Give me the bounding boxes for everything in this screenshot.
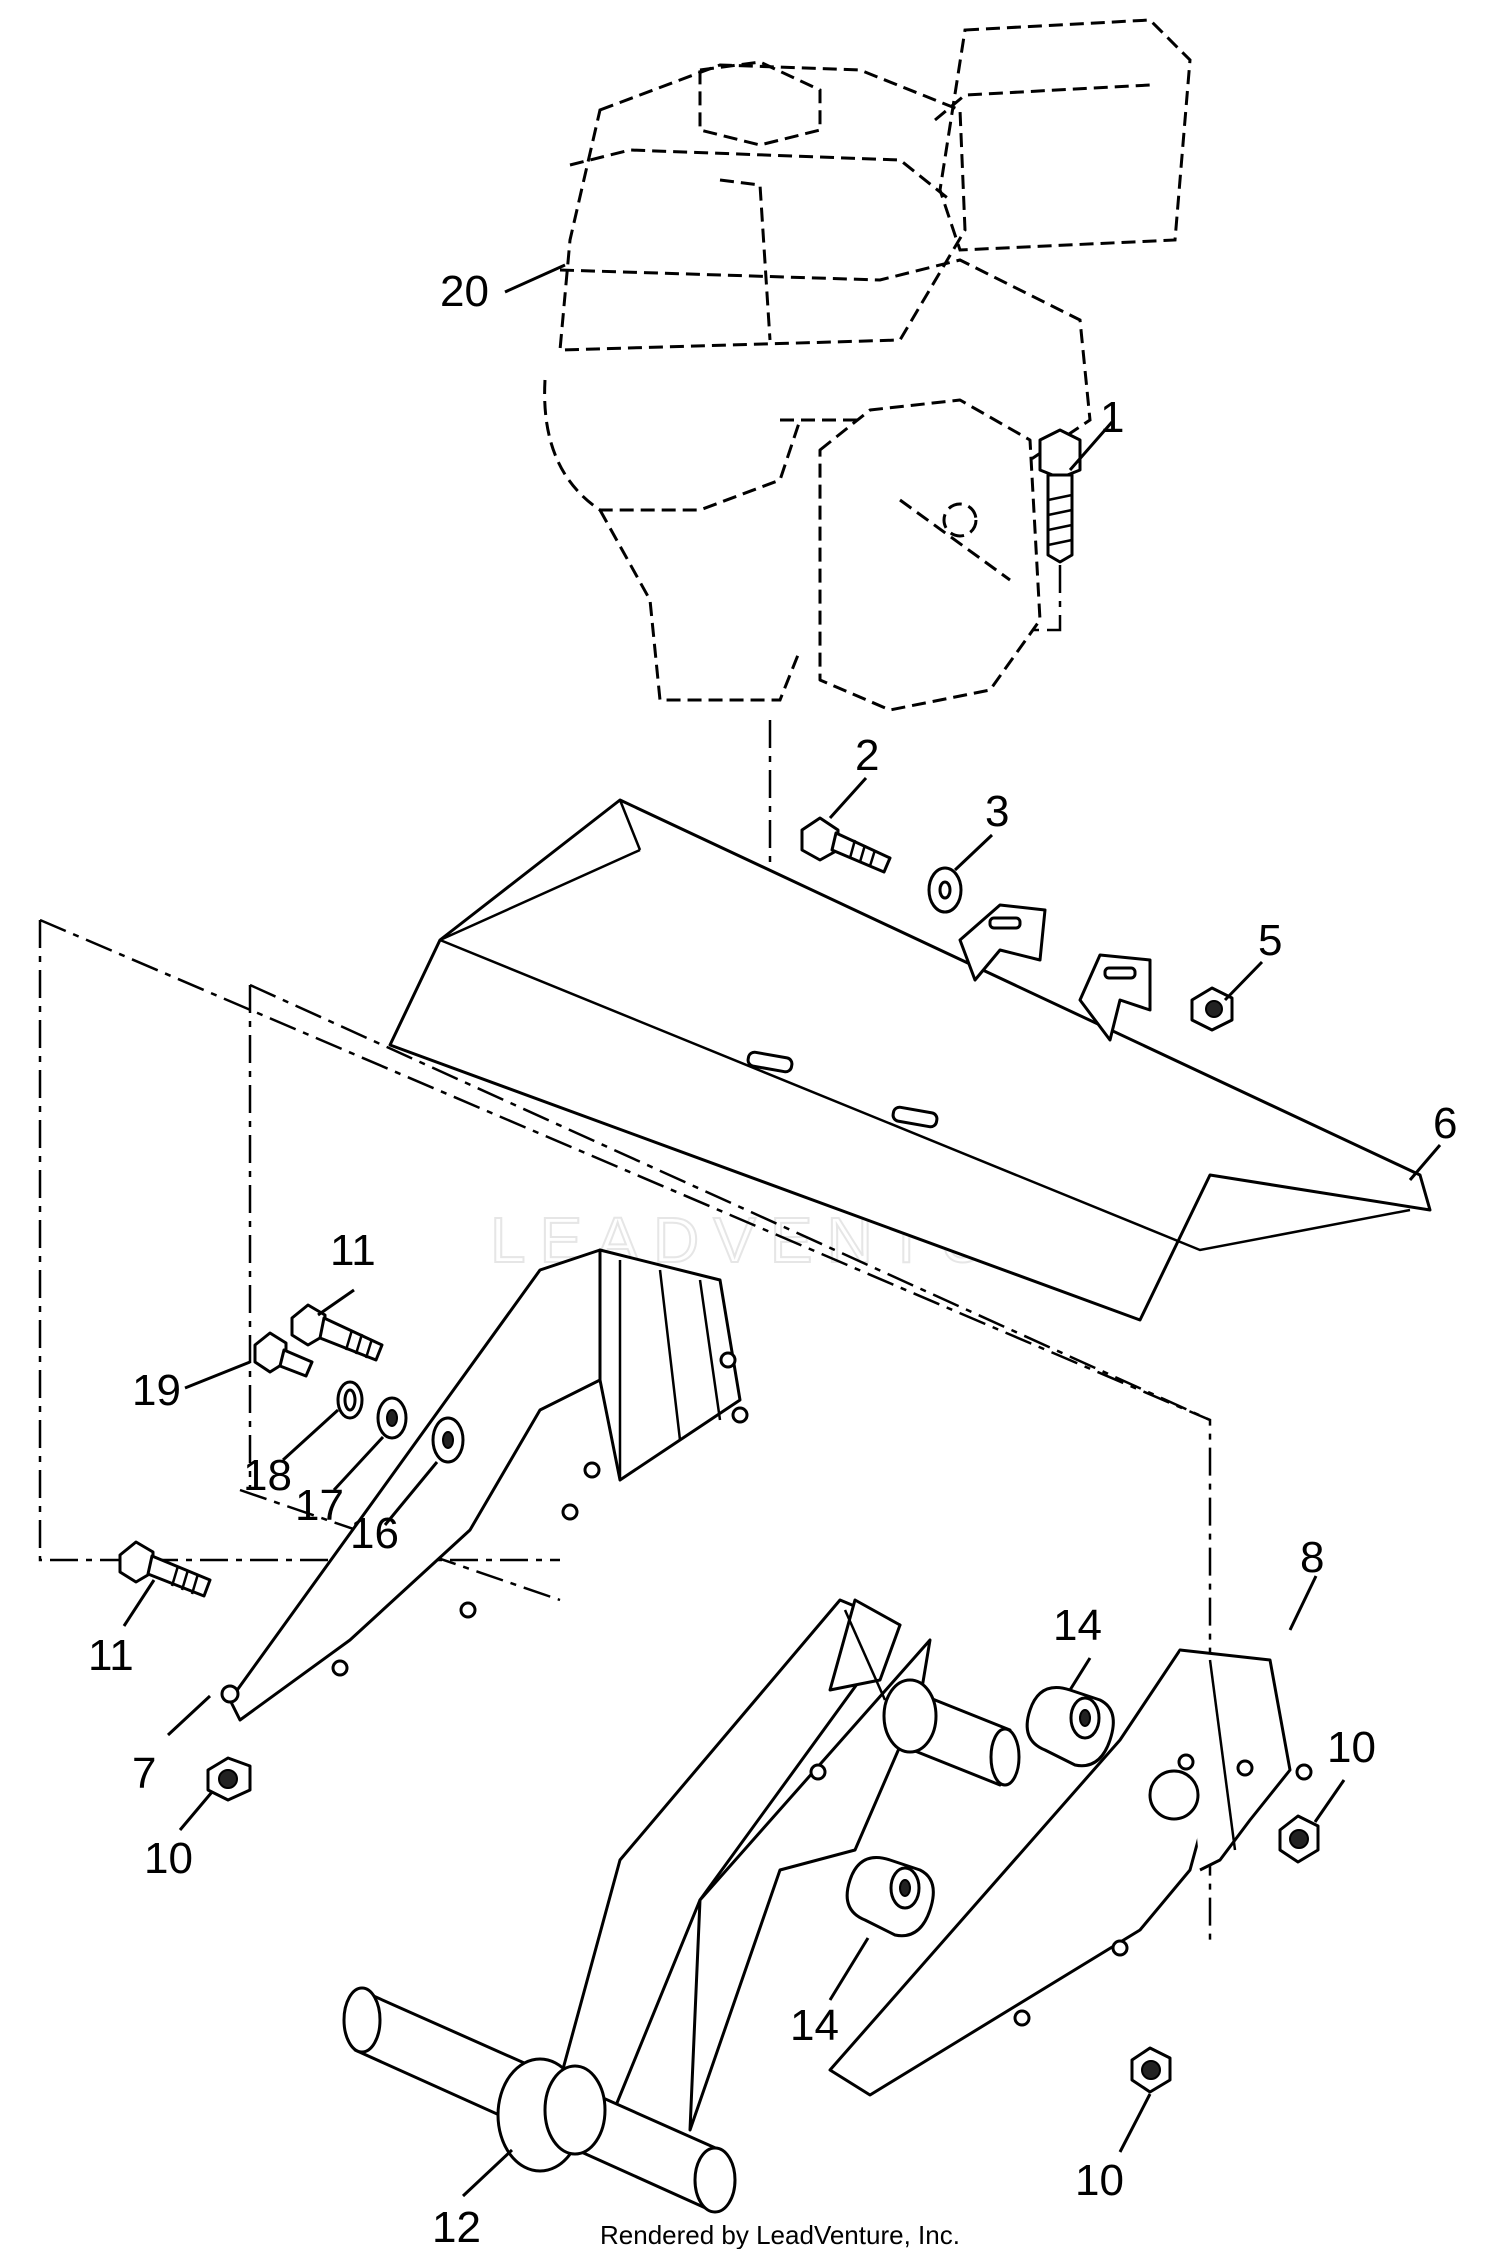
callout-14-lower: 14	[790, 2001, 839, 2050]
callout-7: 7	[132, 1749, 156, 1798]
nut-part-10-right[interactable]	[1278, 1814, 1320, 1864]
lock-washer-part-18[interactable]	[336, 1380, 364, 1420]
render-credit: Rendered by LeadVenture, Inc.	[600, 2220, 960, 2249]
callouts: 20 1 2 3 5 6 11 19 18 17 16 11 7 10 8 14…	[88, 267, 1457, 2249]
spacer-part-14-lower[interactable]	[845, 1856, 935, 1938]
tine-bracket-part-8[interactable]	[828, 1648, 1313, 2097]
callout-10-left: 10	[144, 1834, 193, 1883]
bolt-part-11-lower[interactable]	[118, 1540, 212, 1598]
callout-8: 8	[1300, 1533, 1324, 1582]
callout-17: 17	[295, 1481, 344, 1530]
bolt-part-11-upper[interactable]	[290, 1303, 384, 1362]
callout-6: 6	[1433, 1099, 1457, 1148]
bolt-part-1[interactable]	[1030, 428, 1082, 632]
transmission-part-12[interactable]	[342, 1598, 1021, 2214]
callout-11-lower: 11	[88, 1631, 134, 1680]
callout-18: 18	[243, 1451, 292, 1500]
callout-14-upper: 14	[1053, 1601, 1102, 1650]
nut-part-10-left[interactable]	[206, 1756, 252, 1802]
washer-part-3[interactable]	[927, 866, 963, 914]
callout-19: 19	[132, 1366, 181, 1415]
callout-1: 1	[1100, 393, 1124, 442]
bolt-part-2[interactable]	[800, 816, 892, 874]
tine-shield-part-6[interactable]	[388, 798, 1432, 1322]
bolt-part-19[interactable]	[253, 1331, 314, 1378]
callout-5: 5	[1258, 916, 1282, 965]
spacer-part-14-upper[interactable]	[1025, 1686, 1115, 1768]
nut-part-10-bottom[interactable]	[1130, 2046, 1172, 2094]
callout-10-right: 10	[1327, 1723, 1376, 1772]
washer-part-16[interactable]	[431, 1416, 465, 1464]
nut-part-5[interactable]	[1190, 986, 1234, 1032]
leader-lines	[122, 263, 1442, 2198]
tine-bracket-part-7[interactable]	[220, 1248, 749, 1722]
callout-2: 2	[855, 731, 879, 780]
callout-11-upper: 11	[330, 1226, 376, 1275]
callout-16: 16	[350, 1509, 399, 1558]
callout-20: 20	[440, 267, 489, 316]
engine-part-20[interactable]	[543, 18, 1192, 712]
callout-12: 12	[432, 2203, 481, 2249]
callout-10-bottom: 10	[1075, 2156, 1124, 2205]
washer-part-17[interactable]	[376, 1396, 408, 1440]
callout-3: 3	[985, 787, 1009, 836]
